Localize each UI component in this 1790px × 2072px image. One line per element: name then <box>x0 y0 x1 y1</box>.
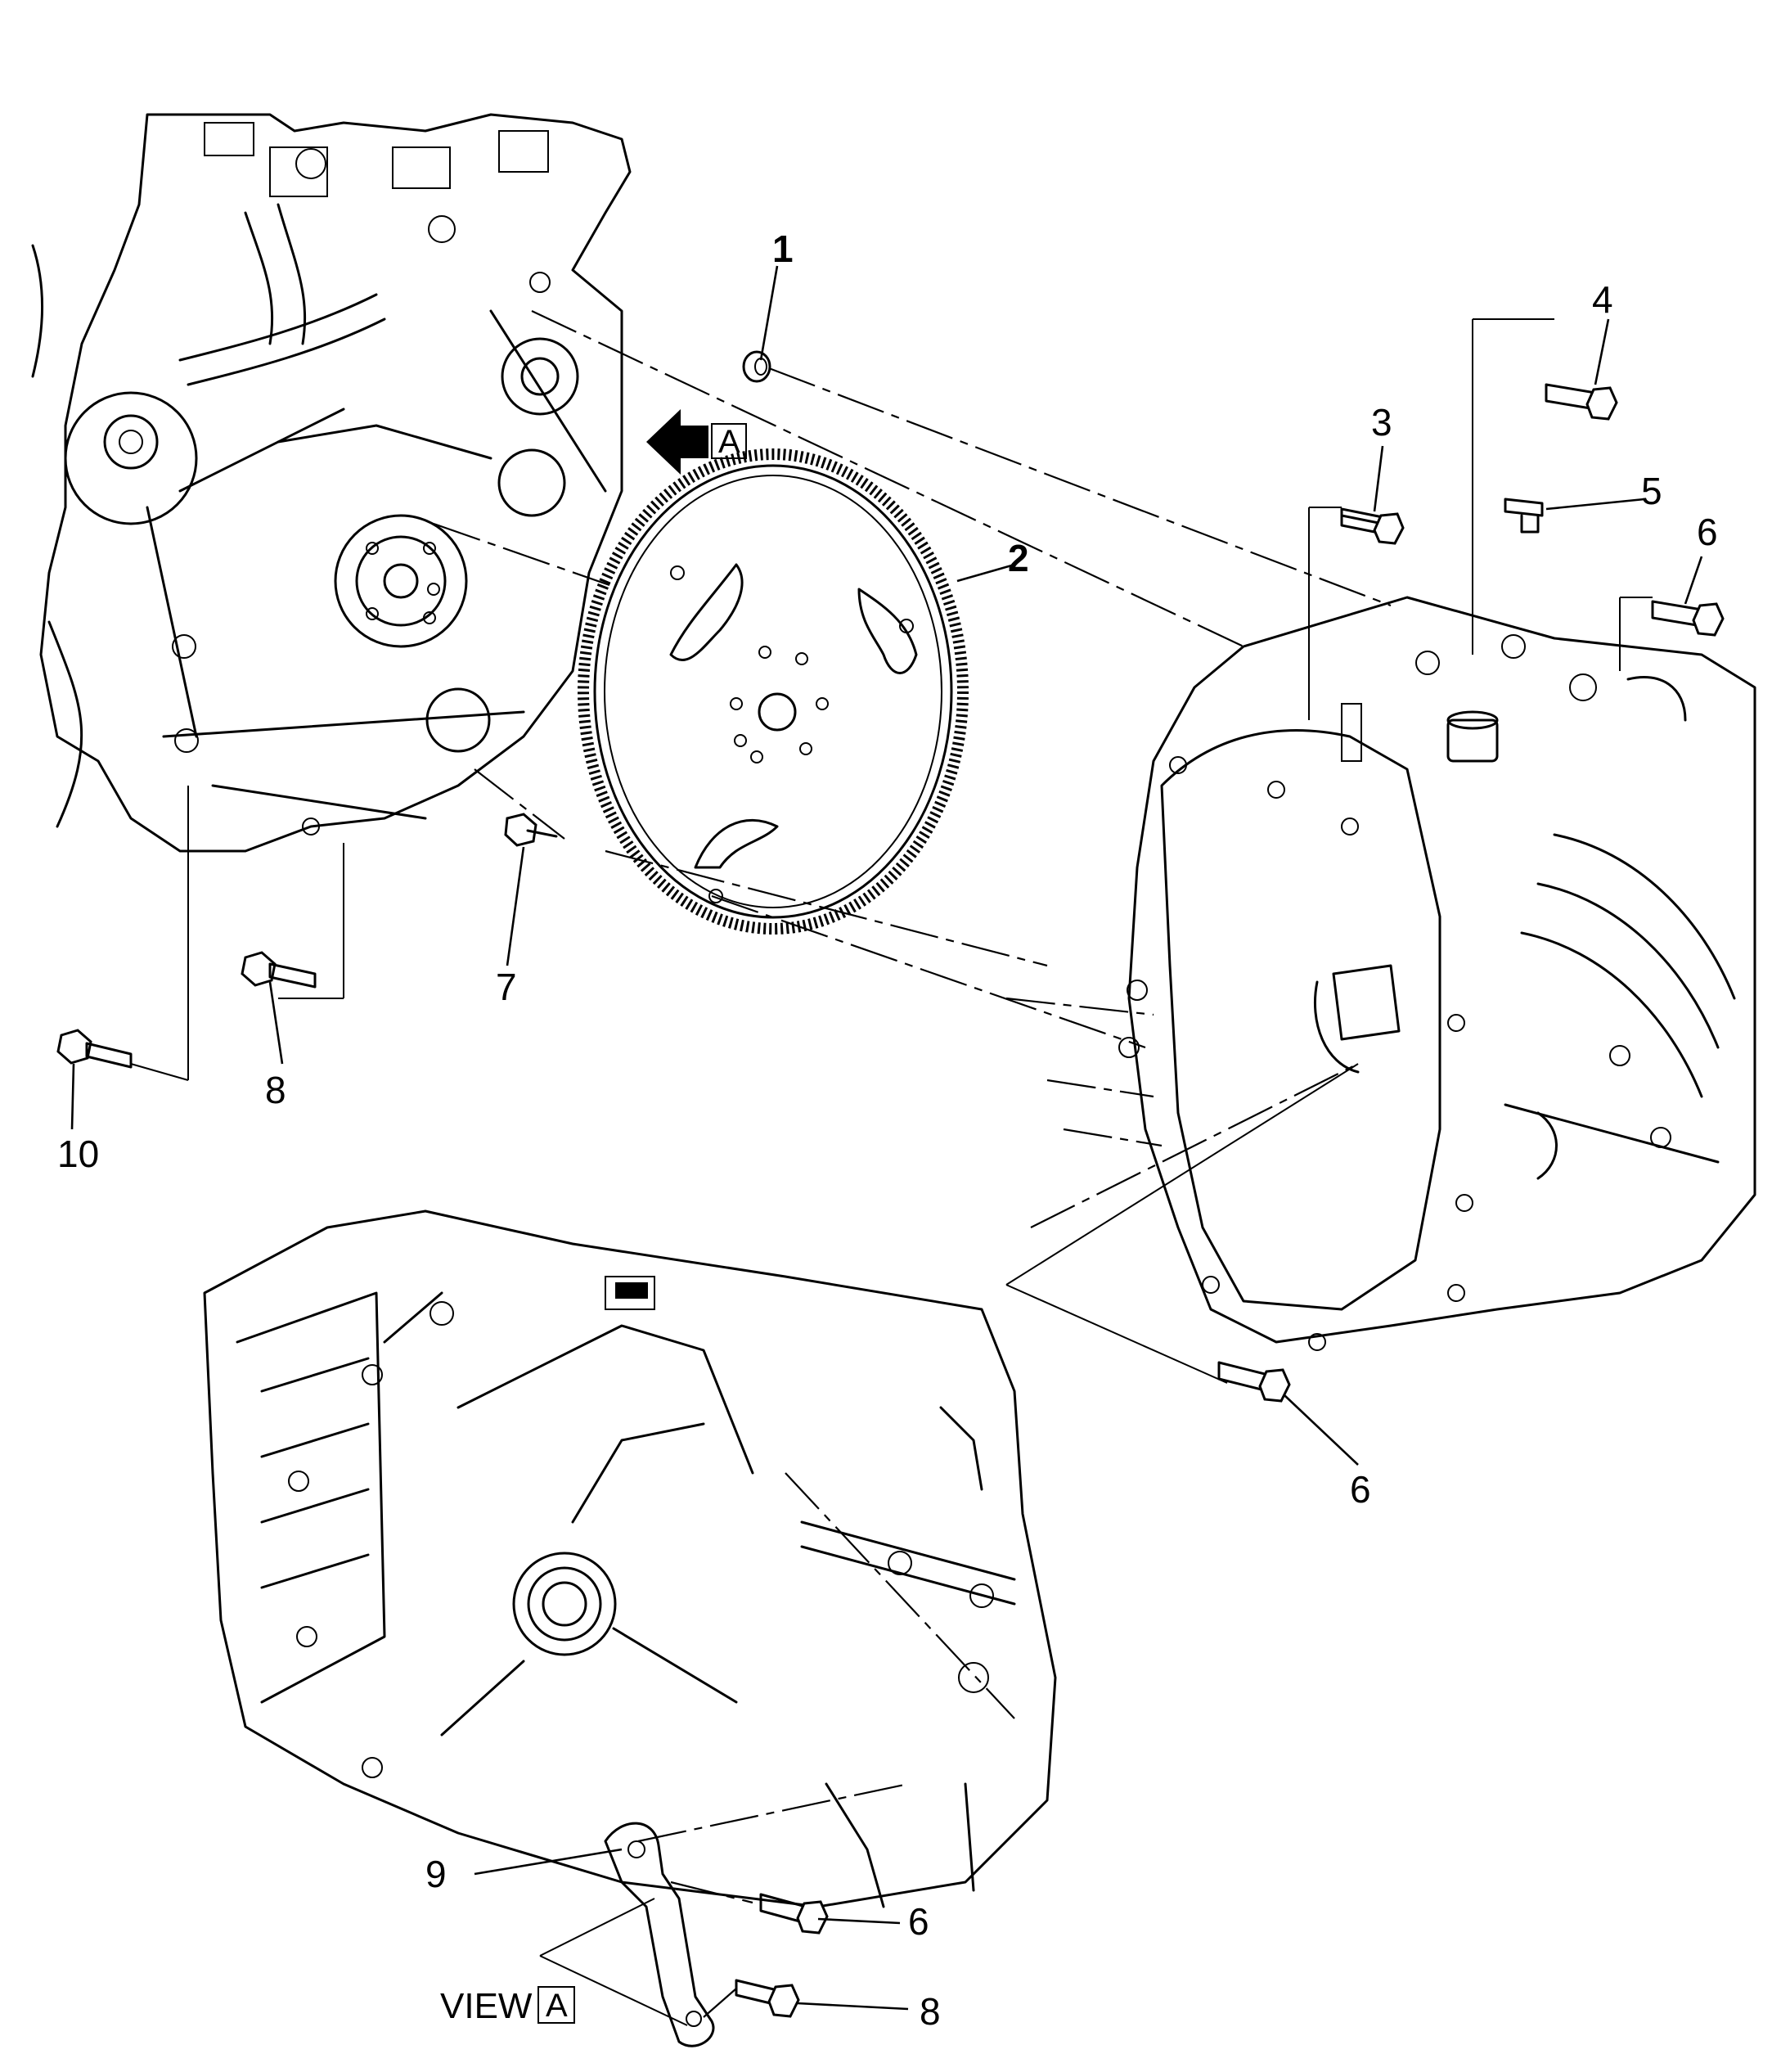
bracket <box>604 1822 715 2047</box>
transmission-assembly <box>1118 596 1756 1351</box>
bolt-3 <box>1340 507 1405 545</box>
view-a-label: VIEW A <box>440 1986 575 2026</box>
callout-6-lower: 6 <box>908 1900 929 1943</box>
bolt-6-lower <box>759 1893 829 1935</box>
callout-2: 2 <box>1008 537 1029 579</box>
bolt-8-upper <box>241 951 317 989</box>
view-a-detail <box>203 1209 1057 1908</box>
callout-6-middle: 6 <box>1350 1468 1371 1511</box>
view-letter: A <box>546 1988 568 2024</box>
assembly-lines <box>130 310 1653 2026</box>
view-a-arrow: A <box>646 409 747 475</box>
bolt-8-lower <box>735 1979 800 2018</box>
callout-6-upper: 6 <box>1697 511 1718 553</box>
stud-7 <box>504 813 558 847</box>
callout-4: 4 <box>1592 278 1613 321</box>
clip-5 <box>1504 498 1544 534</box>
bolt-6-middle <box>1217 1361 1291 1403</box>
callout-10: 10 <box>57 1133 99 1175</box>
callout-8-upper: 8 <box>265 1069 286 1111</box>
callout-8-lower: 8 <box>920 1990 941 2033</box>
callout-7: 7 <box>496 966 517 1008</box>
callout-9: 9 <box>425 1853 447 1895</box>
callout-1: 1 <box>772 227 794 270</box>
view-word: VIEW <box>440 1986 533 2026</box>
callout-leaders <box>70 265 1703 2011</box>
callout-5: 5 <box>1641 470 1662 512</box>
callout-3: 3 <box>1371 401 1392 444</box>
dowel-pin <box>742 350 771 383</box>
callout-labels: 1 2 3 4 5 6 6 6 7 8 8 9 10 <box>57 227 1718 2033</box>
view-arrow-letter: A <box>718 424 740 460</box>
bolt-6-upper <box>1651 600 1725 637</box>
fasteners <box>56 350 1725 2018</box>
bolt-4 <box>1545 383 1618 421</box>
flexplate <box>578 448 969 935</box>
bolt-10 <box>56 1029 133 1069</box>
engine-block <box>31 113 632 853</box>
